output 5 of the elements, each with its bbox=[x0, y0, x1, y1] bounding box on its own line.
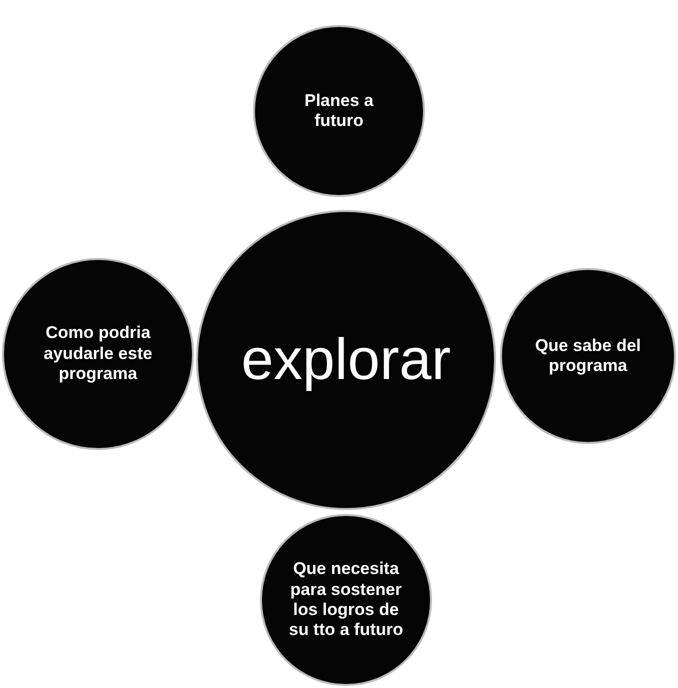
node-label: Que necesita para sostener los logros de su tto a futuro bbox=[288, 559, 404, 641]
node-label: Que sabe del programa bbox=[534, 336, 642, 376]
node-label: Como podria ayudarle este programa bbox=[42, 323, 154, 385]
node-label: explorar bbox=[240, 326, 452, 394]
node-label: Planes a futuro bbox=[304, 90, 374, 132]
